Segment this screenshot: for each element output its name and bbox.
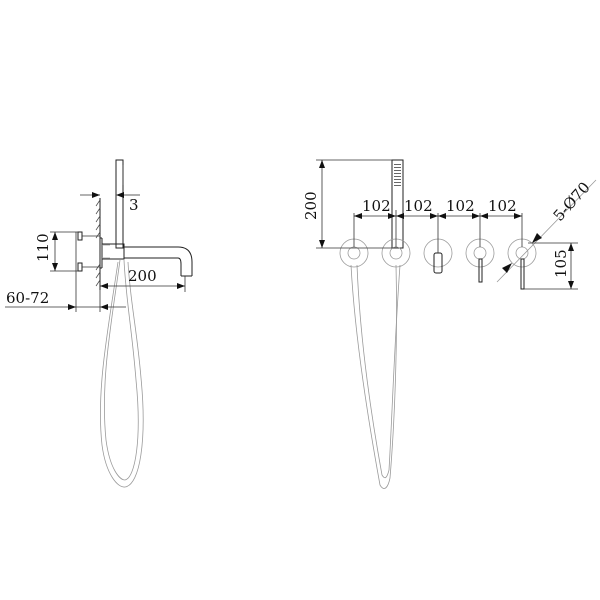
dim-wall-offset: 3 (92, 192, 139, 214)
dim-lever-drop-label: 105 (552, 249, 570, 278)
dim-plate-height-label: 110 (34, 233, 52, 262)
front-view: 200 102 102 102 102 5-Ø70 (302, 159, 597, 489)
dim-handshower-height-label: 200 (302, 191, 320, 220)
dim-spacing-3-label: 102 (446, 197, 475, 215)
dim-spout-length: 200 (100, 267, 185, 289)
front-hand-shower (391, 159, 404, 249)
concealed-body (77, 231, 103, 272)
dim-depth-range-label: 60-72 (6, 289, 49, 307)
dim-plate-diameter-label: 5-Ø70 (550, 178, 594, 224)
dim-plate-diameter: 5-Ø70 (496, 178, 597, 283)
dim-lever-drop: 105 (524, 242, 578, 290)
spout (101, 243, 193, 277)
cover-plate-1 (339, 213, 369, 268)
front-shower-hose (350, 264, 401, 489)
cover-plate-5-mixer (507, 213, 537, 290)
cover-plate-4-diverter (465, 213, 495, 283)
hand-shower (115, 159, 124, 249)
dim-plate-height: 110 (34, 232, 58, 271)
dim-spacings: 102 102 102 102 (354, 197, 522, 247)
dim-spacing-1-label: 102 (362, 197, 391, 215)
dim-spacing-2-label: 102 (404, 197, 433, 215)
dim-wall-offset-label: 3 (129, 196, 139, 214)
dim-spout-length-label: 200 (128, 267, 157, 285)
dim-handshower-height: 200 (302, 159, 398, 249)
side-view: 3 110 200 60-72 (5, 159, 193, 488)
cover-plate-3-spout (423, 213, 453, 274)
dim-spacing-4-label: 102 (488, 197, 517, 215)
dim-depth-range: 60-72 (5, 289, 126, 310)
wall-hatch (95, 198, 101, 290)
shower-hose (100, 259, 144, 488)
